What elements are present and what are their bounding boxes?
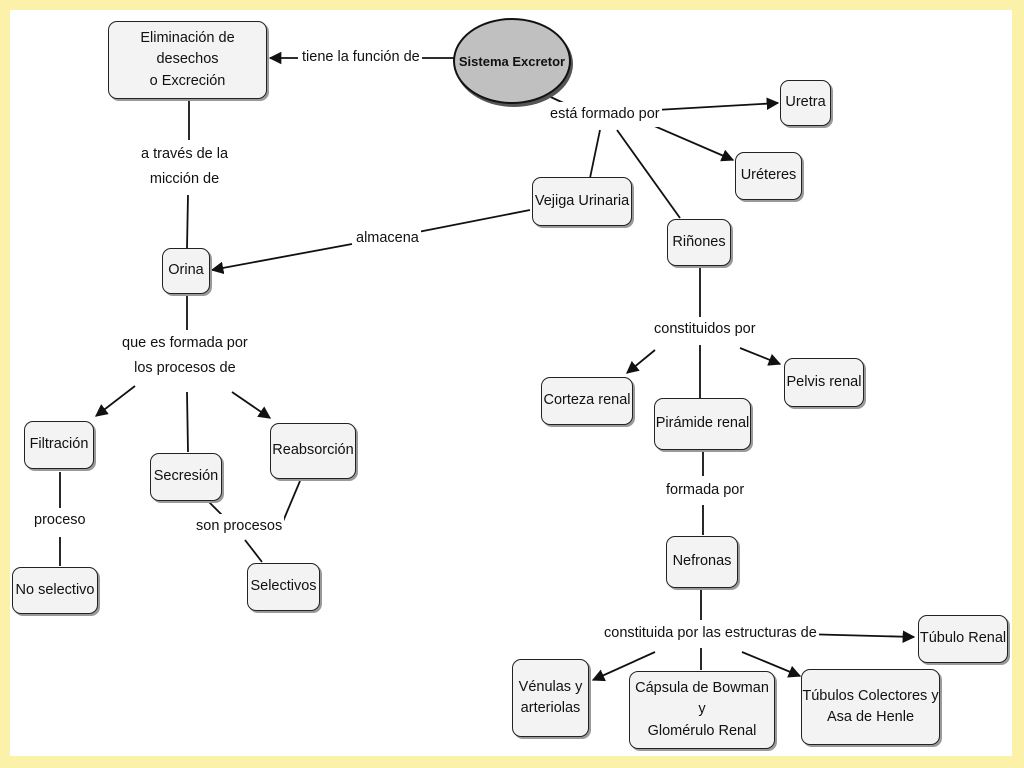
root-label: Sistema Excretor <box>458 53 566 69</box>
arrow-to-pelvis <box>739 347 782 366</box>
node-rinones: Riñones <box>667 219 731 266</box>
node-eliminacion: Eliminación de desechos o Excreción <box>108 21 267 99</box>
label-esta-formado: está formado por <box>548 102 662 128</box>
line-secresion-to-son <box>206 499 223 516</box>
node-venulas: Vénulas y arteriolas <box>512 659 589 737</box>
node-vejiga: Vejiga Urinaria <box>532 177 632 226</box>
node-nefronas: Nefronas <box>666 536 738 588</box>
node-tubulos-colectores: Túbulos Colectores y Asa de Henle <box>801 669 940 745</box>
arrow-to-tubulos-colectores <box>741 651 802 678</box>
label-que-es-formada: que es formada por los procesos de <box>120 331 250 382</box>
node-capsula: Cápsula de Bowman y Glomérulo Renal <box>629 671 775 749</box>
root-sistema-excretor: Sistema Excretor <box>453 18 571 104</box>
label-a-traves: a través de la micción de <box>139 142 231 193</box>
arrow-to-uretra <box>655 97 780 111</box>
label-tiene-funcion: tiene la función de <box>300 45 422 71</box>
arrow-to-tubulo-renal <box>801 630 916 643</box>
line-to-vejiga <box>589 129 601 179</box>
label-proceso: proceso <box>32 508 88 534</box>
node-ureteres: Uréteres <box>735 152 802 200</box>
node-uretra: Uretra <box>780 80 831 126</box>
node-corteza: Corteza renal <box>541 377 633 425</box>
label-constituida: constituida por las estructuras de <box>602 621 819 647</box>
label-formada-por: formada por <box>664 478 747 504</box>
line-label-to-orina <box>186 194 189 249</box>
label-constituidos: constituidos por <box>652 317 758 343</box>
node-piramide: Pirámide renal <box>654 398 751 450</box>
label-almacena: almacena <box>354 226 421 252</box>
line-vejiga-to-almacena <box>417 209 531 233</box>
arrow-to-venulas <box>591 651 656 682</box>
node-selectivos: Selectivos <box>247 563 320 611</box>
node-tubulo-renal: Túbulo Renal <box>918 615 1008 663</box>
node-pelvis: Pelvis renal <box>784 358 864 407</box>
node-no-selectivo: No selectivo <box>12 567 98 614</box>
arrow-to-corteza <box>626 349 656 374</box>
line-to-rinones <box>616 129 681 219</box>
arrow-to-filtracion <box>95 385 136 417</box>
arrow-almacena-to-orina <box>210 243 353 275</box>
arrow-to-ureteres <box>651 124 735 162</box>
line-son-to-selectivos <box>244 539 263 563</box>
node-filtracion: Filtración <box>24 421 94 469</box>
node-reabsorcion: Reabsorción <box>270 423 356 479</box>
label-son-procesos: son procesos <box>194 514 285 540</box>
arrow-to-reabsorcion <box>231 391 272 419</box>
node-secresion: Secresión <box>150 453 222 501</box>
node-orina: Orina <box>162 248 210 294</box>
line-to-secresion <box>186 391 189 453</box>
